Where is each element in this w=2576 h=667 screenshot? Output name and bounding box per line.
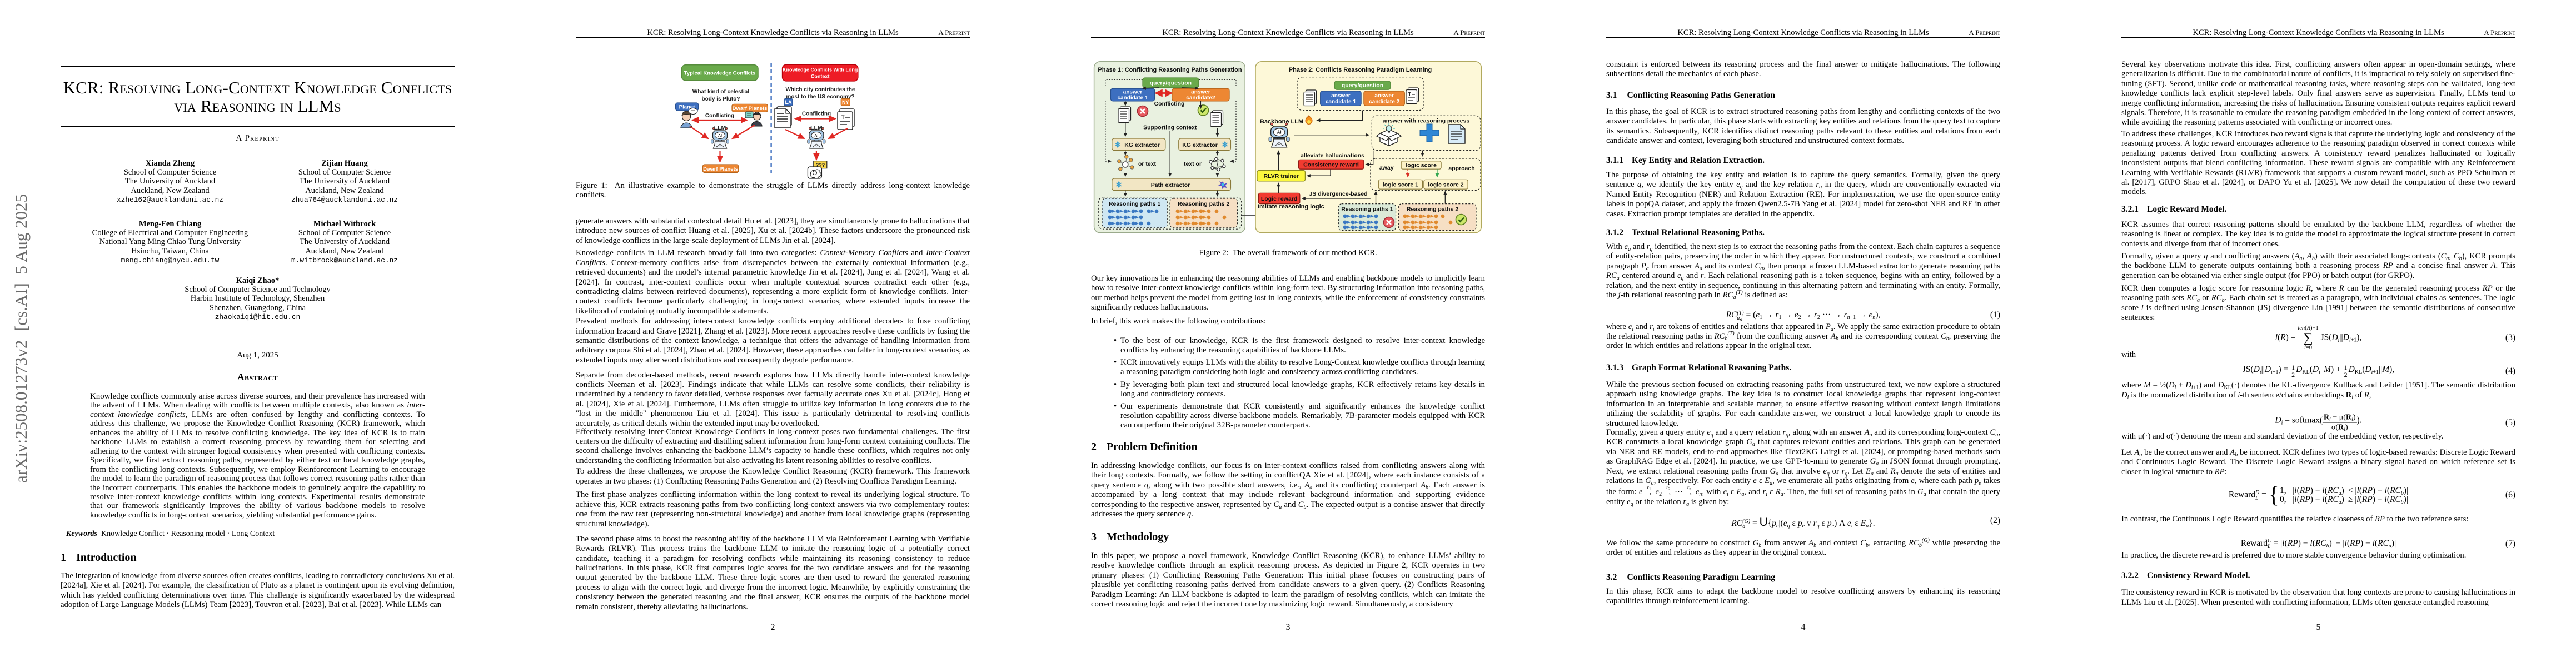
svg-text:Reasoning paths 2: Reasoning paths 2 — [1407, 206, 1459, 213]
svg-text:Logic reward: Logic reward — [1261, 196, 1297, 202]
svg-text:answer: answer — [1123, 89, 1143, 96]
svg-text:KG extractor: KG extractor — [1182, 142, 1218, 148]
svg-text:KG extractor: KG extractor — [1124, 142, 1160, 148]
svg-text:LLM: LLM — [714, 125, 726, 131]
svg-text:Dwarf Planets: Dwarf Planets — [703, 166, 738, 172]
svg-text:Dwarf Planets: Dwarf Planets — [733, 106, 768, 112]
svg-text:query/question: query/question — [1150, 80, 1192, 87]
svg-text:Path extractor: Path extractor — [1151, 182, 1190, 188]
svg-text:body is Pluto?: body is Pluto? — [702, 96, 740, 102]
svg-text:query/question: query/question — [1342, 82, 1383, 89]
svg-text:Knowledge Conflicts With Long: Knowledge Conflicts With Long — [783, 67, 858, 73]
svg-text:answer: answer — [1374, 93, 1394, 99]
svg-text:Which city contributes the: Which city contributes the — [785, 87, 855, 93]
svg-text:or text: or text — [1138, 161, 1157, 167]
svg-text:candidate 1: candidate 1 — [1117, 95, 1148, 101]
svg-text:answer: answer — [1331, 93, 1351, 99]
svg-text:text or: text or — [1184, 161, 1202, 167]
svg-text:Consistency reward: Consistency reward — [1303, 162, 1359, 168]
svg-text:Backbone LLM: Backbone LLM — [1260, 118, 1303, 125]
svg-text:Phase 2: Conflicts Reasoning P: Phase 2: Conflicts Reasoning Paradigm Le… — [1289, 67, 1432, 73]
svg-text:Planet: Planet — [679, 104, 695, 111]
svg-text:Reasoning paths 2: Reasoning paths 2 — [1178, 201, 1230, 207]
svg-text:logic score 1: logic score 1 — [1383, 181, 1418, 188]
svg-text:Conflicting: Conflicting — [802, 111, 831, 117]
svg-text:Typical Knowledge Conflicts: Typical Knowledge Conflicts — [684, 71, 756, 77]
svg-text:???: ??? — [816, 162, 825, 168]
svg-text:AI: AI — [1277, 130, 1282, 135]
svg-text:Supporting context: Supporting context — [1143, 125, 1197, 131]
svg-text:Conflicting: Conflicting — [1154, 101, 1185, 107]
svg-text:most to the US economy?: most to the US economy? — [786, 94, 854, 100]
svg-text:LLM: LLM — [810, 125, 823, 131]
svg-text:away: away — [1379, 165, 1394, 171]
svg-text:NY: NY — [842, 99, 849, 105]
svg-text:logic score: logic score — [1406, 162, 1437, 169]
svg-text:answer with reasoning process: answer with reasoning process — [1383, 118, 1470, 125]
svg-text:RLVR trainer: RLVR trainer — [1263, 173, 1298, 180]
svg-text:Phase 1: Conflicting Reasoning: Phase 1: Conflicting Reasoning Paths Gen… — [1098, 67, 1242, 73]
svg-text:Context: Context — [811, 74, 830, 79]
svg-text:logic score 2: logic score 2 — [1428, 181, 1463, 188]
svg-text:candidate 1: candidate 1 — [1326, 99, 1356, 105]
svg-text:T: T — [1408, 92, 1411, 97]
svg-text:Reasoning paths 1: Reasoning paths 1 — [1341, 206, 1393, 213]
svg-text:candidate 2: candidate 2 — [1369, 99, 1399, 105]
svg-text:candidate2: candidate2 — [1186, 95, 1215, 101]
svg-text:T: T — [841, 115, 845, 120]
svg-text:What kind of celestial: What kind of celestial — [692, 89, 749, 95]
svg-text:alleviate hallucinations: alleviate hallucinations — [1301, 152, 1364, 159]
svg-text:Reasoning paths 1: Reasoning paths 1 — [1109, 201, 1161, 207]
svg-text:Imitate reasoning logic: Imitate reasoning logic — [1258, 203, 1324, 210]
svg-text:answer: answer — [1191, 89, 1210, 96]
svg-text:JS divergence-based: JS divergence-based — [1309, 191, 1367, 197]
svg-text:approach: approach — [1448, 165, 1474, 172]
svg-text:Conflicting: Conflicting — [705, 113, 734, 119]
svg-text:LA: LA — [785, 99, 792, 105]
